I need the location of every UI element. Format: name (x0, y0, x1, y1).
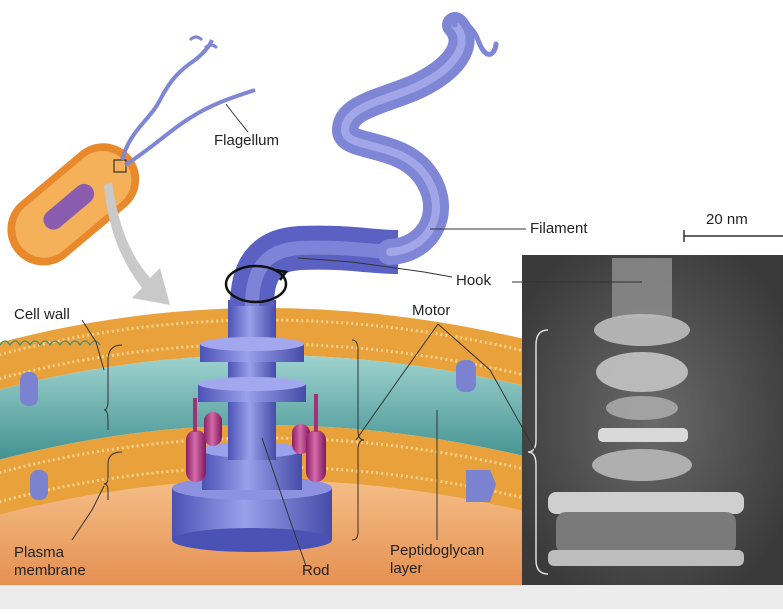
hook-and-filament (224, 12, 499, 307)
label-motor: Motor (412, 302, 451, 319)
label-flagellum: Flagellum (214, 132, 280, 149)
label-hook: Hook (456, 272, 492, 289)
zoom-arrow (104, 182, 170, 305)
label-plasma-membrane-1: Plasma (14, 544, 65, 561)
label-rod: Rod (302, 562, 330, 579)
micrograph-panel (522, 255, 783, 585)
bacterium-cell (7, 35, 256, 266)
scale-bar (683, 230, 783, 242)
label-scale: 20 nm (706, 211, 748, 228)
flagellar-motor (172, 300, 332, 552)
label-plasma-membrane-2: membrane (14, 562, 86, 579)
label-peptidoglycan-1: Peptidoglycan (390, 542, 485, 559)
label-cell-wall: Cell wall (14, 306, 70, 323)
leader-lines (71, 103, 642, 567)
bottom-bar (0, 585, 783, 609)
label-peptidoglycan-2: layer (390, 560, 423, 577)
label-filament: Filament (530, 220, 588, 237)
